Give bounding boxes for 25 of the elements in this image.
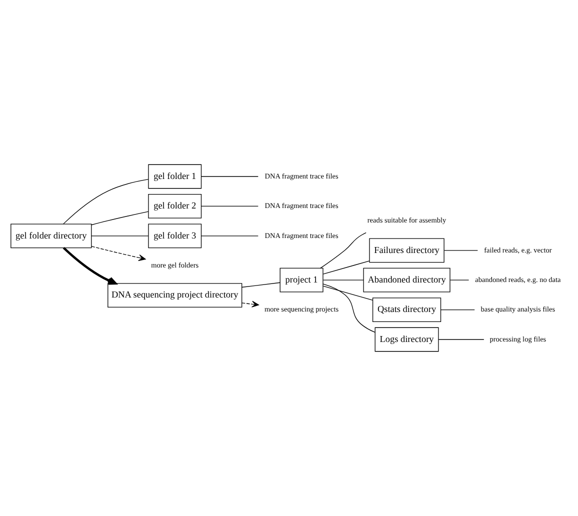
node-box: Failures directory	[369, 238, 444, 263]
node-box: Qstats directory	[372, 298, 442, 322]
node-box: Abandoned directory	[363, 268, 450, 292]
node-box: gel folder 3	[148, 224, 202, 248]
connector	[438, 339, 484, 340]
connector	[322, 284, 376, 333]
node-box: DNA sequencing project directory	[108, 283, 242, 308]
connector	[201, 176, 258, 177]
connector	[322, 260, 370, 274]
connector	[201, 206, 258, 207]
connector	[322, 286, 373, 301]
node-box: project 1	[280, 268, 324, 292]
arrow	[62, 246, 117, 285]
connector	[440, 309, 475, 310]
connector	[91, 211, 149, 226]
connector	[320, 232, 366, 269]
connector	[242, 282, 280, 288]
connector	[63, 179, 149, 224]
node-box: gel folder 1	[148, 164, 202, 189]
node-box: gel folder directory	[10, 224, 92, 248]
arrow	[91, 246, 146, 261]
node-box: gel folder 2	[148, 194, 202, 218]
arrow	[242, 300, 259, 308]
node-box: Logs directory	[374, 327, 439, 352]
connector	[444, 250, 478, 251]
